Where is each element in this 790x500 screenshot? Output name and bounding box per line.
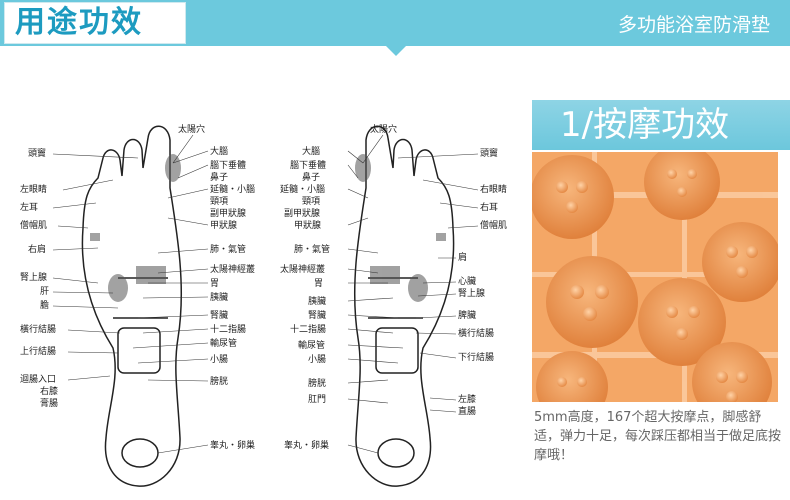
right-label: 下行結腸 (458, 351, 494, 363)
right-foot-label-group: 頭竇 右眼睛 右耳 僧帽肌 肩 心臟 腎上腺 脾臟 橫行結腸 下行結腸 左膝 直… (458, 147, 507, 417)
left-label: 膽 (40, 299, 49, 311)
massage-description: 5mm高度，167个超大按摩点，脚感舒适，弹力十足，每次踩压都相当于做足底按摩哦… (534, 410, 782, 463)
page-subtitle: 多功能浴室防滑垫 (617, 14, 770, 36)
center-leader-lines (132, 134, 404, 454)
center-label: 腎臟 (308, 309, 326, 321)
center-label: 太陽穴 (370, 123, 397, 135)
center-label: 肛門 (308, 394, 326, 405)
center-label: 頸項 (302, 196, 320, 207)
center-right-label-group: 太陽穴 大腦 腦下垂體 鼻子 延髓・小腦 頸項 副甲狀腺 甲狀腺 肺・氣管 太陽… (280, 123, 397, 451)
right-label: 左膝 (458, 393, 476, 405)
right-label: 右耳 (480, 201, 498, 213)
foot-reflexology-diagram: 頭竇 左眼睛 左耳 僧帽肌 右肩 腎上腺 肝 膽 橫行結腸 上行結腸 迴腸入口 … (20, 123, 507, 487)
left-label: 左眼睛 (20, 183, 47, 195)
right-label: 腎上腺 (458, 287, 485, 299)
center-label: 胃 (210, 278, 219, 289)
left-foot-label-group: 頭竇 左眼睛 左耳 僧帽肌 右肩 腎上腺 肝 膽 橫行結腸 上行結腸 迴腸入口 … (20, 147, 58, 409)
center-label: 太陽神經叢 (210, 263, 255, 275)
center-label: 輸尿管 (210, 337, 237, 349)
left-label: 上行結腸 (20, 345, 56, 357)
right-label: 頭竇 (480, 147, 498, 159)
right-foot-shading (355, 154, 446, 302)
center-label: 太陽神經叢 (280, 263, 325, 275)
center-label: 小腸 (210, 354, 228, 365)
left-foot-outline (81, 125, 183, 487)
center-label: 鼻子 (302, 171, 320, 183)
center-label: 甲狀腺 (210, 219, 237, 231)
center-label: 膀胱 (308, 377, 326, 389)
mat-closeup-photo (532, 152, 778, 402)
center-label: 輸尿管 (298, 339, 325, 351)
center-label: 腦下垂體 (290, 159, 326, 171)
right-label: 僧帽肌 (480, 219, 507, 231)
right-label: 心臟 (458, 275, 476, 287)
center-label: 胰臟 (308, 295, 326, 307)
center-label: 頸項 (210, 196, 228, 207)
center-label: 延髓・小腦 (210, 183, 255, 195)
center-label: 膀胱 (210, 375, 228, 387)
heading-background (532, 100, 790, 150)
left-label: 右肩 (28, 243, 46, 255)
center-label: 鼻子 (210, 171, 228, 183)
center-label: 大腦 (210, 145, 228, 157)
left-label: 腎上腺 (20, 271, 47, 283)
left-foot-shading (90, 154, 181, 302)
right-label: 肩 (458, 251, 467, 263)
center-label: 十二指腸 (290, 323, 326, 335)
center-label: 大腦 (302, 145, 320, 157)
center-left-label-group: 太陽穴 大腦 腦下垂體 鼻子 延髓・小腦 頸項 副甲狀腺 甲狀腺 肺・氣管 太陽… (178, 123, 255, 451)
left-label: 膏腸 (40, 397, 58, 409)
right-label: 右眼睛 (480, 183, 507, 195)
left-leader-lines (52, 153, 139, 381)
center-label: 副甲狀腺 (210, 207, 246, 219)
center-label: 副甲狀腺 (284, 207, 320, 219)
center-label: 胰臟 (210, 291, 228, 303)
right-foot-outline (353, 125, 455, 487)
center-label: 腎臟 (210, 309, 228, 321)
center-label: 睾丸・卵巢 (210, 439, 255, 451)
massage-mat-image (532, 152, 778, 402)
center-label: 腦下垂體 (210, 159, 246, 171)
center-label: 肺・氣管 (294, 243, 330, 255)
left-label: 肝 (40, 286, 49, 297)
center-label: 十二指腸 (210, 323, 246, 335)
center-label: 小腸 (308, 354, 326, 365)
title-box: 用途功效 (4, 2, 186, 44)
center-label: 睾丸・卵巢 (284, 439, 329, 451)
left-label: 頭竇 (28, 147, 46, 159)
left-label: 橫行結腸 (20, 323, 56, 335)
center-label: 延髓・小腦 (280, 183, 325, 195)
right-label: 直腸 (458, 405, 476, 417)
right-label: 橫行結腸 (458, 327, 494, 339)
header-pointer-icon (386, 46, 406, 56)
center-label: 甲狀腺 (294, 219, 321, 231)
left-label: 左耳 (20, 201, 38, 213)
left-label: 迴腸入口 (20, 374, 56, 385)
right-leader-lines (397, 153, 479, 413)
left-label: 僧帽肌 (20, 219, 47, 231)
center-label: 太陽穴 (178, 123, 205, 135)
right-label: 脾臟 (458, 309, 476, 321)
header-bar: 用途功效 多功能浴室防滑垫 (0, 0, 790, 46)
center-label: 肺・氣管 (210, 243, 246, 255)
left-label: 右膝 (40, 385, 58, 397)
page-title: 用途功效 (15, 5, 143, 40)
center-label: 胃 (314, 278, 323, 289)
massage-heading-text: 1/按摩功效 (560, 105, 730, 145)
massage-panel-heading: 1/按摩功效 (532, 100, 790, 150)
